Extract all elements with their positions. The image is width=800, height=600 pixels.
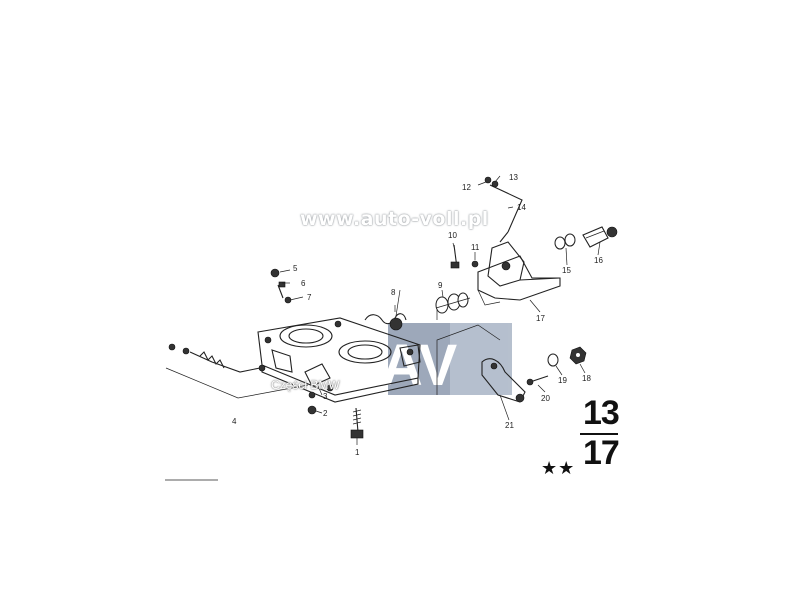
group-number-main: 13 — [583, 394, 620, 432]
group-number-sub: 17 — [583, 434, 620, 472]
callout-13: 13 — [509, 173, 518, 182]
group-number-divider — [580, 433, 618, 435]
watermark-url: www.auto-voll.pl — [300, 208, 489, 230]
callout-14: 14 — [517, 203, 526, 212]
callout-4: 4 — [232, 417, 237, 426]
screw-10 — [450, 244, 460, 269]
av-logo-watermark: AV — [381, 323, 512, 398]
callout-labels: 1 2 3 4 5 6 7 8 9 10 11 12 13 14 15 16 1… — [232, 173, 603, 457]
screw-20 — [526, 375, 549, 386]
callout-8: 8 — [391, 288, 396, 297]
callout-15: 15 — [562, 266, 571, 275]
callout-21: 21 — [505, 421, 514, 430]
callout-17: 17 — [536, 314, 545, 323]
callout-7: 7 — [307, 293, 312, 302]
callout-12: 12 — [462, 183, 471, 192]
callout-2: 2 — [323, 409, 328, 418]
linkage-spring-8 — [364, 305, 407, 331]
callout-20: 20 — [541, 394, 550, 403]
screw-assembly-5-6-7 — [270, 268, 292, 304]
callout-16: 16 — [594, 256, 603, 265]
accelerator-cable-4 — [168, 343, 266, 373]
throttle-bracket-17 — [477, 241, 561, 306]
callout-11: 11 — [471, 243, 480, 252]
washers-15 — [554, 233, 576, 250]
rating-stars: ★★ — [541, 458, 576, 479]
ball-socket-16 — [582, 226, 618, 248]
linkage-rod-14 — [484, 176, 523, 243]
callout-10: 10 — [448, 231, 457, 240]
watermark-footer: Części BMW — [271, 378, 340, 392]
callout-6: 6 — [301, 279, 306, 288]
callout-5: 5 — [293, 264, 298, 273]
callout-19: 19 — [558, 376, 567, 385]
callout-1: 1 — [355, 448, 360, 457]
carburetor-base-plate — [257, 317, 421, 403]
leader-lines — [165, 175, 601, 481]
washer-19 — [547, 353, 559, 367]
nut-11 — [471, 260, 479, 268]
bolt-1 — [350, 407, 364, 439]
lever-plate-21 — [481, 358, 526, 403]
nut-18 — [569, 346, 587, 365]
callout-9: 9 — [438, 281, 443, 290]
valve-parts-2-3 — [304, 363, 331, 415]
callout-18: 18 — [582, 374, 591, 383]
bushing-set-9 — [435, 292, 471, 314]
callout-3: 3 — [323, 392, 328, 401]
